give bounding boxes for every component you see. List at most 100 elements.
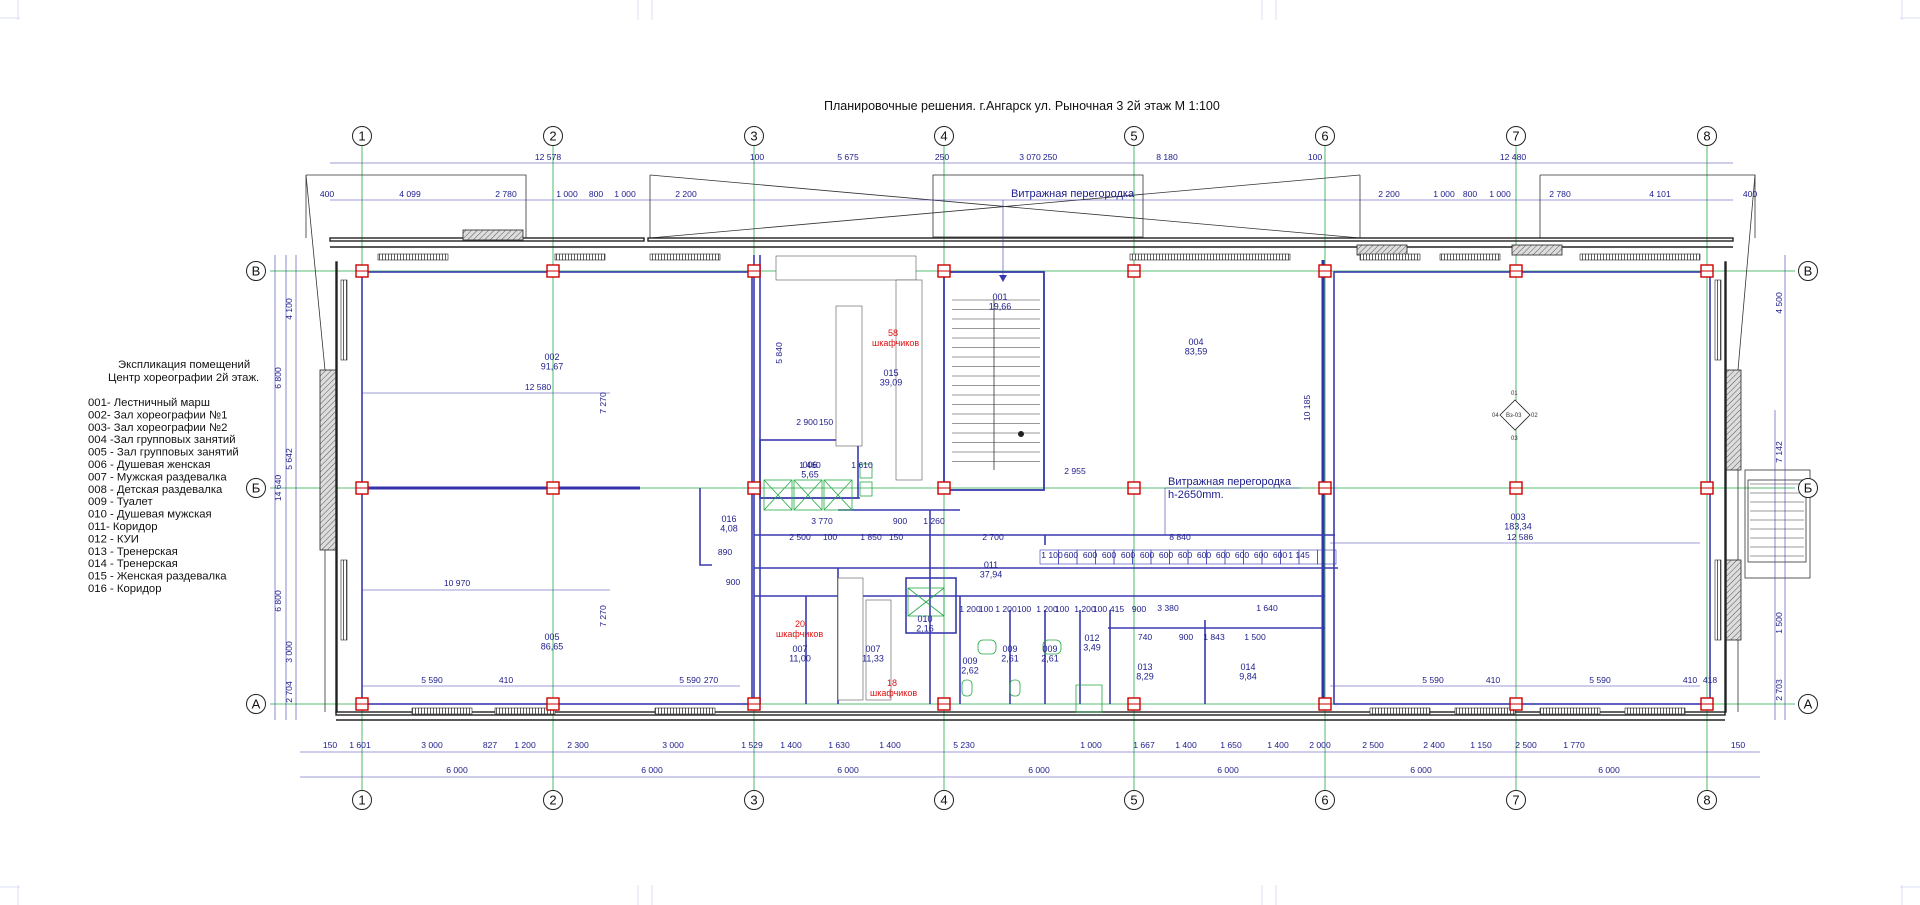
dim-inner: 3 380 <box>1157 603 1179 613</box>
room-area: 83,59 <box>1185 347 1208 357</box>
room-number: 009 <box>1002 644 1017 654</box>
dim-top: 5 675 <box>837 152 859 162</box>
dim-top2: 4 099 <box>399 189 421 199</box>
room-number: 014 <box>1240 662 1255 672</box>
axis-label: 3 <box>750 793 757 808</box>
dim-top2: 2 780 <box>495 189 517 199</box>
dim-bottom: 1 400 <box>780 740 802 750</box>
dim-inner: 2 900 <box>796 417 818 427</box>
dim-inner: 1 850 <box>860 532 882 542</box>
dim-corridor: 600 <box>1064 550 1079 560</box>
dim-bottom: 1 400 <box>1175 740 1197 750</box>
dim-inner: 150 <box>819 417 834 427</box>
dim-top2: 800 <box>589 189 604 199</box>
dim-left: 5 642 <box>284 448 294 470</box>
windows <box>340 253 1722 715</box>
dim-inner: 1 500 <box>1244 632 1266 642</box>
dim-top2: 2 780 <box>1549 189 1571 199</box>
axis-bubble <box>1124 790 1144 810</box>
room-number: 004 <box>1188 337 1203 347</box>
dim-inner: 890 <box>718 547 733 557</box>
dim-corridor: 600 <box>1178 550 1193 560</box>
legend-item: 001- Лестничный марш <box>88 397 210 409</box>
lockers-18-count: 18 <box>887 678 897 688</box>
axis-bubble <box>246 694 266 714</box>
dim-top2: 2 200 <box>675 189 697 199</box>
dim-inner: 740 <box>1138 632 1153 642</box>
dim-wc: 100 <box>1055 604 1070 614</box>
columns <box>355 264 1714 711</box>
legend-item: 002- Зал хореографии №1 <box>88 409 227 421</box>
room-number: 009 <box>1042 644 1057 654</box>
dim-inner: 270 <box>704 675 719 685</box>
room-area: 8,29 <box>1136 672 1154 682</box>
dim-inner: 5 840 <box>774 342 784 364</box>
dim-right: 7 142 <box>1774 441 1784 463</box>
room-number: 007 <box>865 644 880 654</box>
dim-inner: 1 843 <box>1203 632 1225 642</box>
dim-inner: 12 580 <box>525 382 552 392</box>
dim-top2: 800 <box>1463 189 1478 199</box>
dim-left: 6 800 <box>273 367 283 389</box>
section-badge: 01 04 Вз-03 02 03 <box>1492 391 1538 442</box>
drawing-title: Планировочные решения. г.Ангарск ул. Рын… <box>824 99 1220 113</box>
vitrage-height: h-2650mm. <box>1168 489 1224 501</box>
badge-right: 02 <box>1531 413 1538 419</box>
dimension-lines <box>274 162 1786 778</box>
dim-inner: 150 <box>889 532 904 542</box>
room-area: 2,61 <box>1001 654 1019 664</box>
axis-label: 7 <box>1512 793 1519 808</box>
legend-item: 016 - Коридор <box>88 583 162 595</box>
room-labels: 00119,6600291,67003183,3400483,5900586,6… <box>541 292 1532 682</box>
dim-inner: 5 590 <box>1589 675 1611 685</box>
room-number: 002 <box>544 352 559 362</box>
stair-001 <box>943 271 1045 491</box>
room-number: 013 <box>1137 662 1152 672</box>
legend-item: 011- Коридор <box>88 521 158 533</box>
dim-bottom: 1 650 <box>1220 740 1242 750</box>
axis-bubble <box>1798 261 1818 281</box>
room-number: 016 <box>721 514 736 524</box>
room-area: 2,62 <box>961 666 979 676</box>
room-area: 183,34 <box>1504 522 1532 532</box>
legend-subtitle: Центр хореографии 2й этаж. <box>108 372 259 384</box>
axis-bubble <box>934 790 954 810</box>
axis-label: 8 <box>1703 793 1710 808</box>
axis-bubble <box>744 126 764 146</box>
dim-top2: 1 000 <box>556 189 578 199</box>
dim-inner: 5 590 <box>421 675 443 685</box>
legend-item: 003- Зал хореографии №2 <box>88 422 227 434</box>
exterior-walls <box>319 229 1742 721</box>
room-area: 11,00 <box>789 654 811 664</box>
dim-wc: 1 200 <box>1074 604 1096 614</box>
dim-top: 3 070 <box>1019 152 1041 162</box>
axis-label: 7 <box>1512 129 1519 144</box>
legend-item: 005 - Зал групповых занятий <box>88 447 239 459</box>
room-number: 011 <box>984 560 998 570</box>
corridor-lockers <box>1039 549 1337 565</box>
room-area: 9,84 <box>1239 672 1257 682</box>
lockers-18-word: шкафчиков <box>870 688 917 698</box>
dim-bottom: 3 000 <box>421 740 443 750</box>
dim-inner: 7 270 <box>598 392 608 414</box>
dim-left: 2 704 <box>284 681 294 703</box>
legend-item: 013 - Тренерская <box>88 546 178 558</box>
dim-top2: 2 200 <box>1378 189 1400 199</box>
dim-wc: 100 <box>1093 604 1108 614</box>
room-number: 005 <box>544 632 559 642</box>
dim-bottom: 1 200 <box>514 740 536 750</box>
dim-wc: 900 <box>1132 604 1147 614</box>
dim-bottom: 827 <box>483 740 498 750</box>
axis-label: В <box>1804 264 1813 279</box>
dim-bottom: 3 000 <box>662 740 684 750</box>
dim-top: 12 480 <box>1500 152 1527 162</box>
room-number: 009 <box>962 656 977 666</box>
badge-mid: 04 <box>1492 413 1499 419</box>
dim-inner: 2 955 <box>1064 466 1086 476</box>
dim-top: 8 180 <box>1156 152 1178 162</box>
dim-bottom: 150 <box>323 740 338 750</box>
legend-item: 014 - Тренерская <box>88 558 178 570</box>
dim-corridor: 1 100 <box>1041 550 1063 560</box>
